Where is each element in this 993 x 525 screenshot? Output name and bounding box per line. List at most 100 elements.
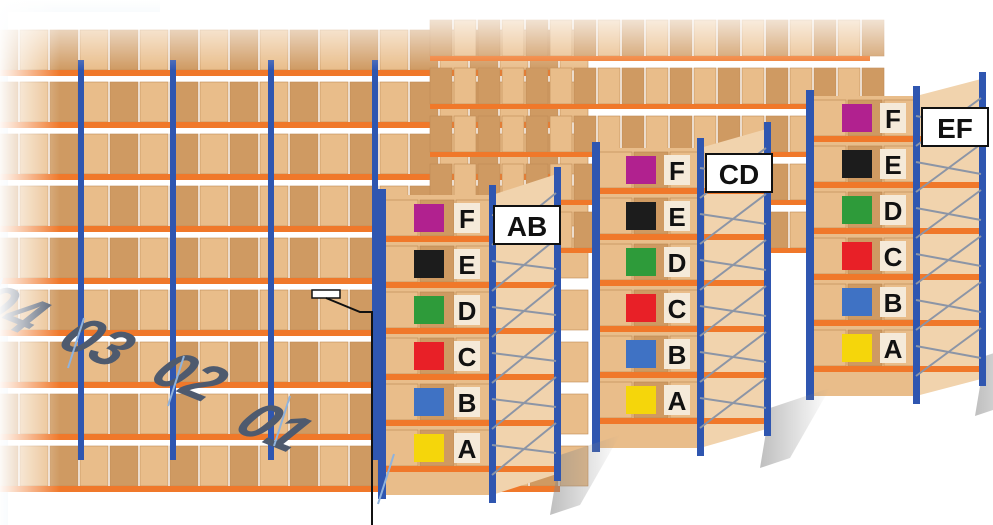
background-box (110, 134, 138, 174)
rack-beam (596, 280, 770, 286)
background-box (526, 116, 548, 152)
rack-beam (382, 466, 560, 472)
background-box (290, 342, 318, 382)
background-box (200, 186, 228, 226)
background-box (80, 394, 108, 434)
background-box (80, 186, 108, 226)
level-letter-e: E (458, 250, 475, 280)
background-box (110, 186, 138, 226)
background-box (380, 82, 408, 122)
background-box (140, 446, 168, 486)
background-box (598, 68, 620, 104)
level-letter-f: F (459, 204, 475, 234)
rack-beam (810, 366, 985, 372)
background-box (80, 134, 108, 174)
callout-slot-marker (312, 290, 340, 298)
background-box (290, 446, 318, 486)
level-letter-d: D (458, 296, 477, 326)
background-box (320, 134, 348, 174)
background-box (230, 238, 258, 278)
background-box (694, 68, 716, 104)
background-box (140, 290, 168, 330)
background-box (230, 290, 258, 330)
level-color-swatch-c (414, 342, 444, 370)
pallet-box (812, 238, 846, 274)
background-box (200, 134, 228, 174)
background-box (110, 446, 138, 486)
background-box (526, 68, 548, 104)
level-letter-f: F (669, 156, 685, 186)
background-box (560, 342, 588, 382)
level-color-swatch-c (626, 294, 656, 322)
background-box (454, 116, 476, 152)
background-box (110, 394, 138, 434)
pallet-box (384, 200, 418, 236)
background-box (230, 186, 258, 226)
rack-beam (810, 274, 985, 280)
level-color-swatch-d (626, 248, 656, 276)
pallet-box (384, 430, 418, 466)
pallet-box (812, 192, 846, 228)
level-color-swatch-d (842, 196, 872, 224)
rack-beam (596, 372, 770, 378)
level-color-swatch-b (626, 340, 656, 368)
rack-beam (810, 228, 985, 234)
top-fade (0, 0, 993, 70)
pallet-box (812, 284, 846, 320)
level-letter-c: C (668, 294, 687, 324)
background-box (230, 134, 258, 174)
level-letter-d: D (884, 196, 903, 226)
background-box (670, 68, 692, 104)
level-letter-c: C (458, 342, 477, 372)
level-letter-b: B (458, 388, 477, 418)
background-box (140, 82, 168, 122)
front-upright (378, 189, 386, 499)
pallet-box (812, 146, 846, 182)
background-box (478, 68, 500, 104)
background-box (320, 238, 348, 278)
rack-beam (596, 234, 770, 240)
pallet-box (384, 246, 418, 282)
background-box (430, 164, 452, 200)
pallet-box (384, 384, 418, 420)
background-box (560, 290, 588, 330)
level-letter-c: C (884, 242, 903, 272)
background-box (320, 82, 348, 122)
background-box (550, 68, 572, 104)
level-letter-a: A (884, 334, 903, 364)
background-box (290, 238, 318, 278)
background-box (646, 68, 668, 104)
background-box (430, 68, 452, 104)
level-color-swatch-a (414, 434, 444, 462)
background-box (430, 116, 452, 152)
background-box (200, 446, 228, 486)
pallet-box (384, 338, 418, 374)
background-upright (78, 60, 84, 460)
level-letter-e: E (884, 150, 901, 180)
background-box (478, 116, 500, 152)
level-color-swatch-a (842, 334, 872, 362)
background-box (560, 394, 588, 434)
level-letter-a: A (458, 434, 477, 464)
front-upright (592, 142, 600, 452)
level-letter-a: A (668, 386, 687, 416)
background-box (110, 82, 138, 122)
background-box (574, 68, 596, 104)
aisle-label: CD (719, 159, 759, 190)
background-box (80, 238, 108, 278)
background-box (140, 186, 168, 226)
background-box (80, 446, 108, 486)
background-box (622, 68, 644, 104)
level-color-swatch-d (414, 296, 444, 324)
level-letter-e: E (668, 202, 685, 232)
level-color-swatch-a (626, 386, 656, 414)
background-box (622, 116, 644, 152)
rack-beam (810, 320, 985, 326)
background-box (200, 238, 228, 278)
level-color-swatch-f (626, 156, 656, 184)
background-box (718, 68, 740, 104)
background-box (598, 116, 620, 152)
level-letter-d: D (668, 248, 687, 278)
